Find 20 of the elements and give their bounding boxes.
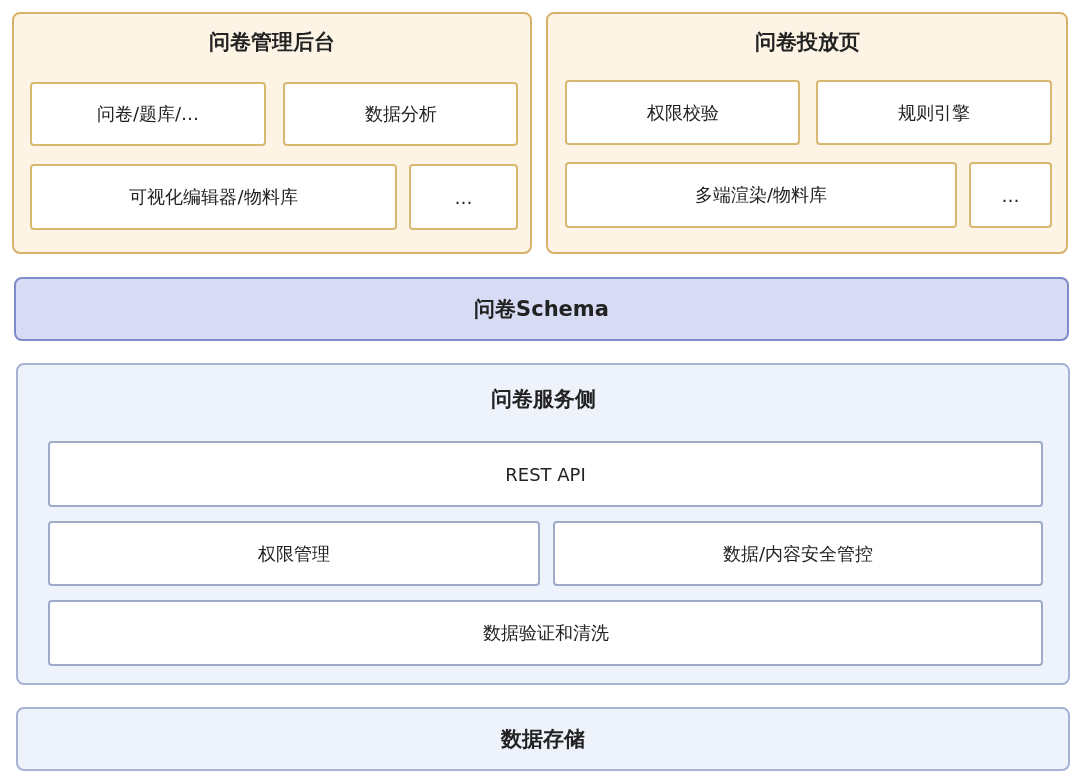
layer-title: 问卷服务侧 bbox=[489, 386, 597, 413]
layer-band: 数据存储 bbox=[16, 707, 1070, 771]
layer-title: 问卷投放页 bbox=[753, 29, 861, 56]
module-panel: 多端渲染/物料库 bbox=[565, 162, 957, 228]
layer-panel bbox=[546, 12, 1068, 254]
module-panel: 权限校验 bbox=[565, 80, 800, 145]
layer-panel bbox=[12, 12, 532, 254]
layer-panel bbox=[16, 363, 1070, 685]
module-panel: 数据/内容安全管控 bbox=[553, 521, 1043, 586]
module-panel: 规则引擎 bbox=[816, 80, 1052, 145]
module-panel: … bbox=[969, 162, 1052, 228]
module-panel: 可视化编辑器/物料库 bbox=[30, 164, 397, 230]
module-panel: 数据验证和清洗 bbox=[48, 600, 1043, 666]
module-panel: … bbox=[409, 164, 518, 230]
module-panel: REST API bbox=[48, 441, 1043, 507]
module-panel: 数据分析 bbox=[283, 82, 518, 146]
module-panel: 权限管理 bbox=[48, 521, 540, 586]
module-panel: 问卷/题库/… bbox=[30, 82, 266, 146]
layer-title: 问卷管理后台 bbox=[208, 29, 336, 56]
layer-band: 问卷Schema bbox=[14, 277, 1069, 341]
